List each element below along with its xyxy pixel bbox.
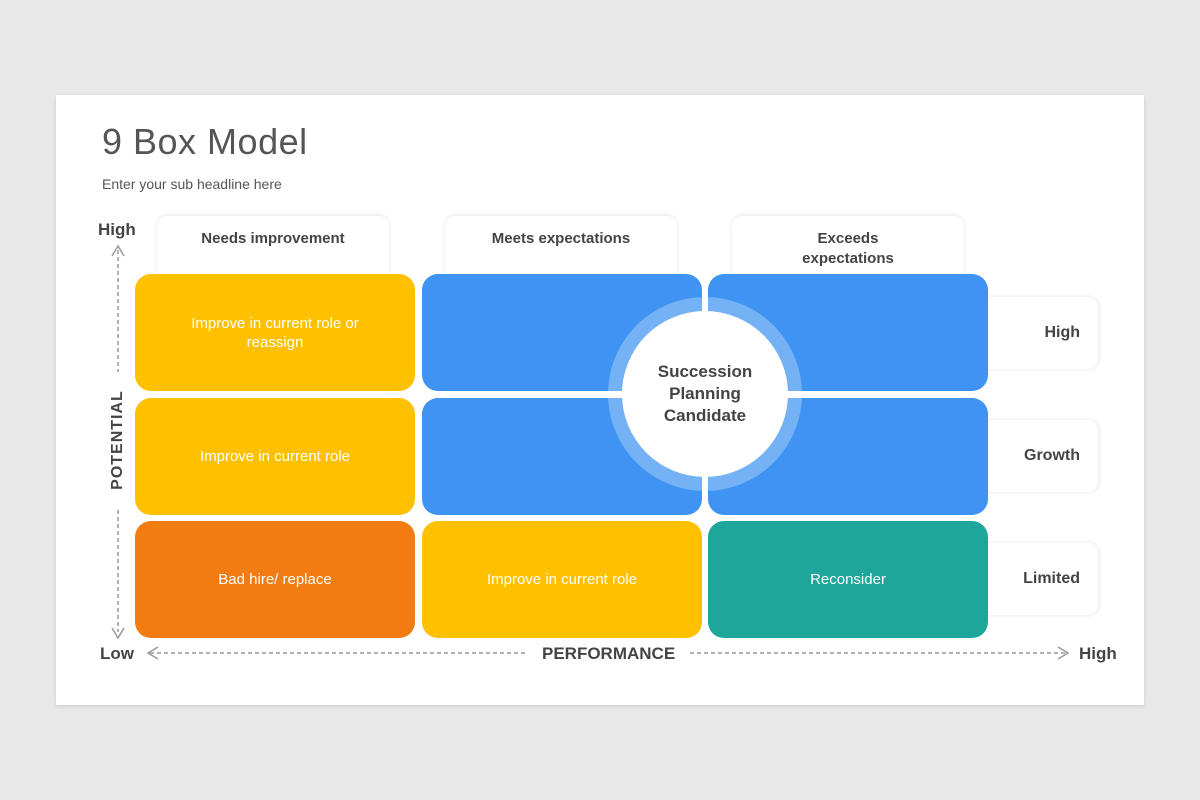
cell-limited-exceeds-expectations: Reconsider xyxy=(708,521,988,638)
performance-high-label: High xyxy=(1079,644,1117,663)
cell-text: Bad hire/ replace xyxy=(218,571,332,588)
row-header-label: Limited xyxy=(1023,570,1080,587)
potential-axis-title: POTENTIAL xyxy=(109,390,126,490)
cell-growth-needs-improvement: Improve in current role xyxy=(135,398,415,515)
succession-planning-circle: Succession Planning Candidate xyxy=(622,311,788,477)
center-circle-label: Succession Planning Candidate xyxy=(657,362,753,425)
row-header-limited: Limited xyxy=(978,543,1098,615)
row-header-label: High xyxy=(1044,324,1080,341)
column-header-needs-improvement: Needs improvement xyxy=(157,216,389,276)
column-header-label: Needs improvement xyxy=(201,230,345,247)
cell-text: Improve in current role xyxy=(486,571,638,588)
cell-limited-needs-improvement: Bad hire/ replace xyxy=(135,521,415,638)
row-header-growth: Growth xyxy=(978,420,1098,492)
performance-arrow-left-icon xyxy=(146,646,159,660)
cell-text: Reconsider xyxy=(810,571,886,588)
column-header-label: Exceeds expectations xyxy=(802,230,894,267)
cell-text: Improve in current role or reassign xyxy=(191,314,359,351)
row-header-high: High xyxy=(978,297,1098,369)
page-subtitle: Enter your sub headline here xyxy=(102,176,282,192)
performance-axis-title: PERFORMANCE xyxy=(542,644,676,663)
potential-low-label: Low xyxy=(100,644,134,663)
cell-text: Improve in current role xyxy=(199,448,351,465)
potential-arrow-down-icon xyxy=(111,627,125,640)
performance-arrow-right-icon xyxy=(1057,646,1070,660)
row-header-label: Growth xyxy=(1024,447,1080,464)
potential-high-label: High xyxy=(98,220,136,239)
column-header-label: Meets expectations xyxy=(491,230,631,247)
column-header-meets-expectations: Meets expectations xyxy=(445,216,677,276)
cell-limited-meets-expectations: Improve in current role xyxy=(422,521,702,638)
potential-arrow-up-icon xyxy=(111,244,125,257)
cell-high-needs-improvement: Improve in current role or reassign xyxy=(135,274,415,391)
page-title: 9 Box Model xyxy=(102,121,308,162)
column-header-exceeds-expectations: Exceeds expectations xyxy=(732,216,964,276)
